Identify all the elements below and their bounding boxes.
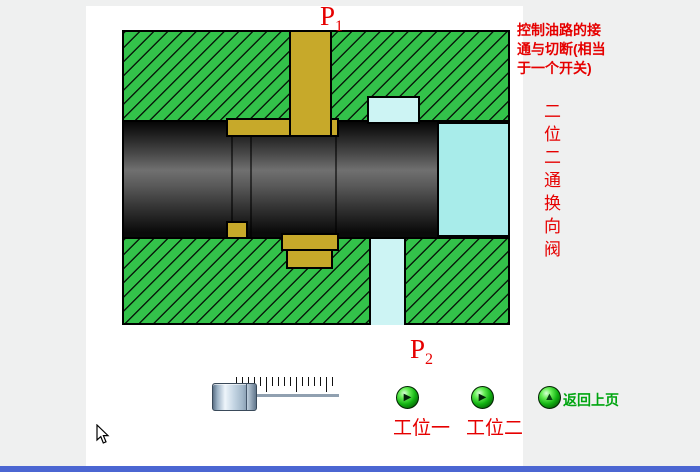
ruler-major-ticks (236, 377, 335, 392)
bottom-blue-bar (0, 466, 700, 472)
back-link[interactable]: 返回上页 (563, 392, 619, 408)
mouse-cursor (96, 424, 110, 444)
slider-ruler (236, 377, 335, 392)
note-line: 控制油路的接 (517, 22, 601, 38)
station2-play-button[interactable]: ▶ (471, 386, 494, 409)
play-icon: ▶ (478, 391, 487, 403)
up-triangle-icon: ▲ (544, 391, 555, 403)
spool-groove-line (335, 122, 337, 237)
top-cyan-port (367, 96, 420, 124)
note-line: 于一个开关) (517, 60, 592, 76)
bottom-cyan-channel (369, 239, 406, 325)
station1-play-button[interactable]: ▶ (396, 386, 419, 409)
right-cyan-chamber (437, 122, 510, 237)
note-text: 控制油路的接 通与切断(相当 于一个开关) (517, 21, 615, 78)
port-label-p2: P2 (410, 334, 434, 368)
spool-groove-line (231, 122, 233, 237)
port-letter: P (320, 1, 336, 31)
station2-label: 工位二 (466, 418, 524, 439)
spool-groove-line (250, 122, 252, 237)
port-label-p1: P1 (320, 1, 344, 35)
slider-thumb-cap (246, 384, 256, 410)
valve-spool (122, 122, 437, 237)
play-icon: ▶ (403, 391, 412, 403)
yellow-port-top-channel (289, 32, 332, 135)
slider-track[interactable] (213, 394, 339, 398)
yellow-port-bottom-bar (281, 233, 339, 251)
port-subscript: 1 (335, 18, 344, 35)
port-letter: P (410, 334, 426, 364)
valve-body-bottom (122, 237, 510, 325)
note-line: 通与切断(相当 (517, 41, 606, 57)
station1-label: 工位一 (393, 418, 451, 439)
back-button[interactable]: ▲ (538, 386, 561, 409)
port-subscript: 2 (425, 351, 434, 368)
valve-name-vertical: 二位二通换向阀 (541, 102, 560, 263)
slider-thumb[interactable] (212, 383, 257, 411)
yellow-tab-left (226, 221, 248, 239)
